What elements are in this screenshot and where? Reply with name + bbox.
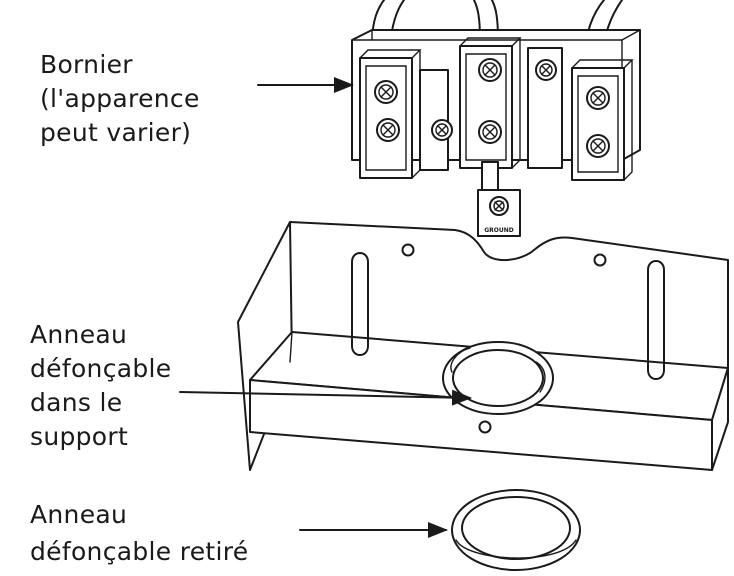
terminal-block-label: Bornier (l'apparence peut varier) (40, 48, 200, 150)
removed-knockout-ring (451, 489, 581, 571)
screw-icon (586, 86, 610, 110)
screw-icon (535, 59, 557, 81)
screw-icon (431, 119, 453, 141)
terminal-lug-left (359, 49, 422, 179)
terminal-lug-center (459, 37, 522, 169)
bracket-knockout-label: Anneau défonçable dans le support (30, 318, 171, 454)
screw-icon (374, 80, 398, 104)
mounting-hole (401, 243, 415, 257)
screw-icon (478, 120, 502, 144)
ground-tag-label: GROUND (484, 227, 514, 234)
mounting-slot (351, 252, 369, 356)
label-line: peut varier) (40, 118, 192, 147)
label-line: Anneau (30, 320, 128, 349)
terminal-block: GROUND (351, 0, 641, 237)
ground-strap: GROUND (477, 161, 521, 237)
mounting-hole (593, 253, 607, 267)
screw-icon (478, 58, 502, 82)
label-line: défonçable (30, 354, 172, 383)
label-line: défonçable retiré (30, 537, 249, 566)
label-line: Anneau (30, 500, 128, 529)
mounting-slot (647, 260, 665, 380)
label-line: (l'apparence (40, 84, 200, 113)
label-line: Bornier (40, 50, 133, 79)
removed-knockout-label: Anneau défonçable retiré (30, 496, 248, 570)
mounting-hole (478, 420, 492, 434)
label-line: support (30, 422, 129, 451)
screw-icon (376, 118, 400, 142)
terminal-lug-right (571, 59, 634, 181)
label-line: dans le (30, 388, 123, 417)
screw-icon (586, 134, 610, 158)
terminal-screws (374, 58, 610, 158)
arrow-to-bracket-knockout (179, 389, 472, 406)
mounting-bracket (237, 221, 729, 471)
bracket-knockout-ring (442, 341, 554, 415)
